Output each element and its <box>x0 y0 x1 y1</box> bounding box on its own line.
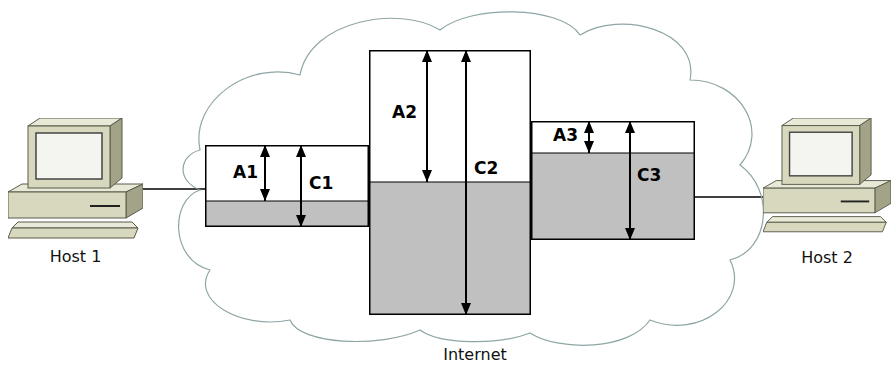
monitor-side <box>860 118 871 184</box>
internet-cloud: InternetA1C1A2C2A3C3 <box>150 0 790 368</box>
fill-level <box>369 181 531 182</box>
dimension-arrow <box>426 50 428 182</box>
free-part <box>205 145 369 201</box>
free-part <box>369 50 531 182</box>
case-front <box>763 188 875 213</box>
host-label: Host 2 <box>763 249 891 267</box>
monitor-front <box>28 126 110 188</box>
bar-border <box>532 122 695 240</box>
bar-figure <box>205 145 369 227</box>
free-part <box>531 121 695 153</box>
case-side <box>875 181 891 213</box>
bar-border <box>370 51 531 315</box>
monitor-front <box>782 126 860 185</box>
keyboard-top <box>12 222 138 228</box>
link-wire <box>695 196 763 198</box>
keyboard-front <box>8 228 138 238</box>
link-bar: A1C1 <box>205 145 369 227</box>
drive-slot <box>90 205 120 207</box>
dimension-label: A3 <box>553 127 578 144</box>
keyboard-front <box>763 222 886 231</box>
computer-icon <box>763 118 891 234</box>
dimension-label: A1 <box>233 164 258 181</box>
dimension-label: C3 <box>637 167 661 184</box>
used-part <box>205 201 369 227</box>
link-bar: A2C2 <box>369 50 531 315</box>
dimension-arrow <box>588 121 590 153</box>
dimension-label: C1 <box>309 175 333 192</box>
used-part <box>531 153 695 240</box>
drive-slot <box>841 200 869 202</box>
keyboard-top <box>767 217 886 223</box>
dimension-arrow <box>465 50 467 315</box>
dimension-label: C2 <box>474 160 498 177</box>
fill-level <box>531 152 695 153</box>
monitor-top <box>28 118 122 126</box>
dimension-arrow <box>629 121 631 240</box>
used-part <box>369 182 531 315</box>
case-side <box>126 184 143 218</box>
computer-icon <box>8 118 143 240</box>
link-bar: A3C3 <box>531 121 695 240</box>
monitor-top <box>782 118 871 126</box>
host-label: Host 1 <box>8 248 143 266</box>
bar-border <box>206 146 369 227</box>
cloud-path <box>179 12 764 345</box>
dimension-arrow <box>300 145 302 227</box>
dimension-arrow <box>264 145 266 201</box>
cloud-label: Internet <box>443 346 507 364</box>
host-computer: Host 2 <box>763 118 891 266</box>
bar-figure <box>369 50 531 315</box>
monitor-screen <box>36 133 102 179</box>
monitor-screen <box>790 132 853 176</box>
monitor-side <box>110 118 122 188</box>
fill-level <box>205 200 369 201</box>
host-computer: Host 1 <box>8 118 143 266</box>
case-front <box>8 192 126 218</box>
dimension-label: A2 <box>392 104 417 121</box>
